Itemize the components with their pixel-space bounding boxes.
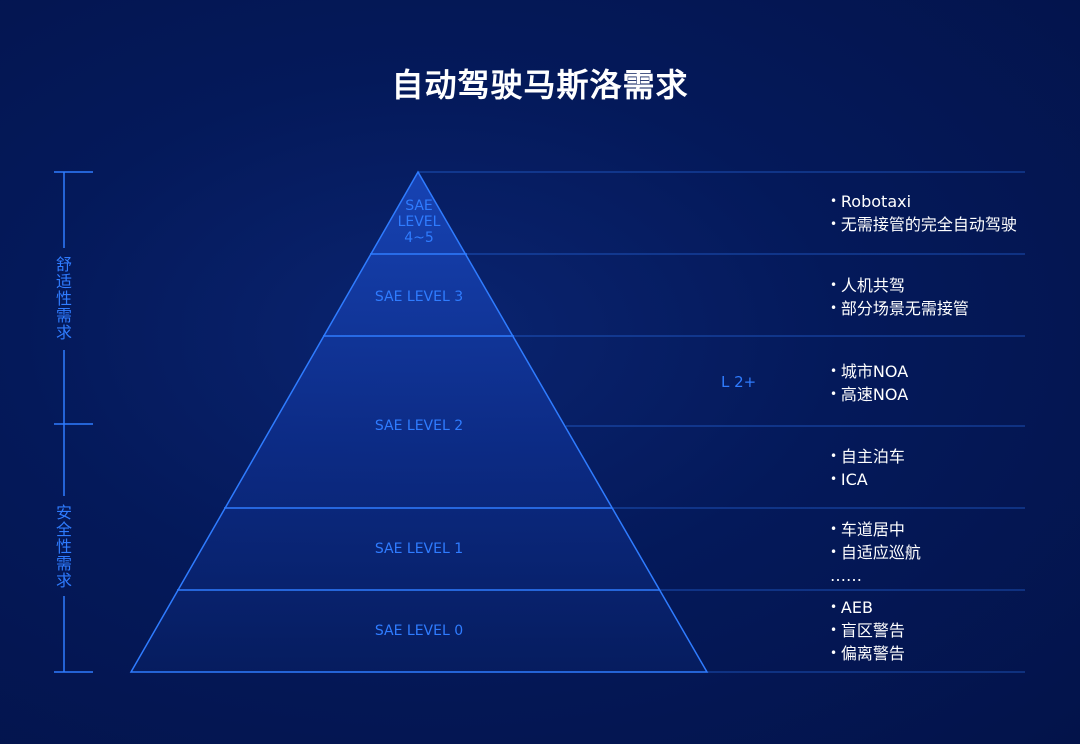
level-3-label: SAE LEVEL 3	[374, 289, 464, 305]
desc-ellipsis: ……	[830, 566, 862, 585]
desc-item: Robotaxi	[830, 191, 1017, 214]
level-2-label: SAE LEVEL 2	[374, 418, 464, 434]
pyramid-body	[129, 170, 709, 673]
desc-item: 部分场景无需接管	[830, 298, 969, 321]
level-0-label: SAE LEVEL 0	[374, 623, 464, 639]
desc-item: 高速NOA	[830, 384, 908, 407]
desc-level-2: 自主泊车 ICA	[830, 446, 905, 492]
comfort-needs-label: 舒适性需求	[55, 255, 72, 342]
desc-item: 城市NOA	[830, 361, 908, 384]
l2-plus-label: L 2+	[721, 373, 757, 391]
desc-item: AEB	[830, 597, 905, 620]
level-4-5-label: SAE LEVEL 4~5	[397, 198, 441, 246]
desc-item: 自适应巡航	[830, 542, 921, 565]
desc-item: 人机共驾	[830, 275, 969, 298]
desc-item: 自主泊车	[830, 446, 905, 469]
desc-level-1: 车道居中 自适应巡航 ……	[830, 519, 921, 588]
desc-level-2-plus: 城市NOA 高速NOA	[830, 361, 908, 407]
desc-item: ICA	[830, 469, 905, 492]
desc-level-3: 人机共驾 部分场景无需接管	[830, 275, 969, 321]
page-title: 自动驾驶马斯洛需求	[391, 66, 689, 104]
desc-item: 盲区警告	[830, 620, 905, 643]
level-1-label: SAE LEVEL 1	[374, 541, 464, 557]
desc-level-4-5: Robotaxi 无需接管的完全自动驾驶	[830, 191, 1017, 237]
desc-item: 无需接管的完全自动驾驶	[830, 214, 1017, 237]
safety-needs-label: 安全性需求	[55, 503, 72, 590]
desc-item: 偏离警告	[830, 643, 905, 666]
desc-level-0: AEB 盲区警告 偏离警告	[830, 597, 905, 666]
desc-item: 车道居中	[830, 519, 921, 542]
